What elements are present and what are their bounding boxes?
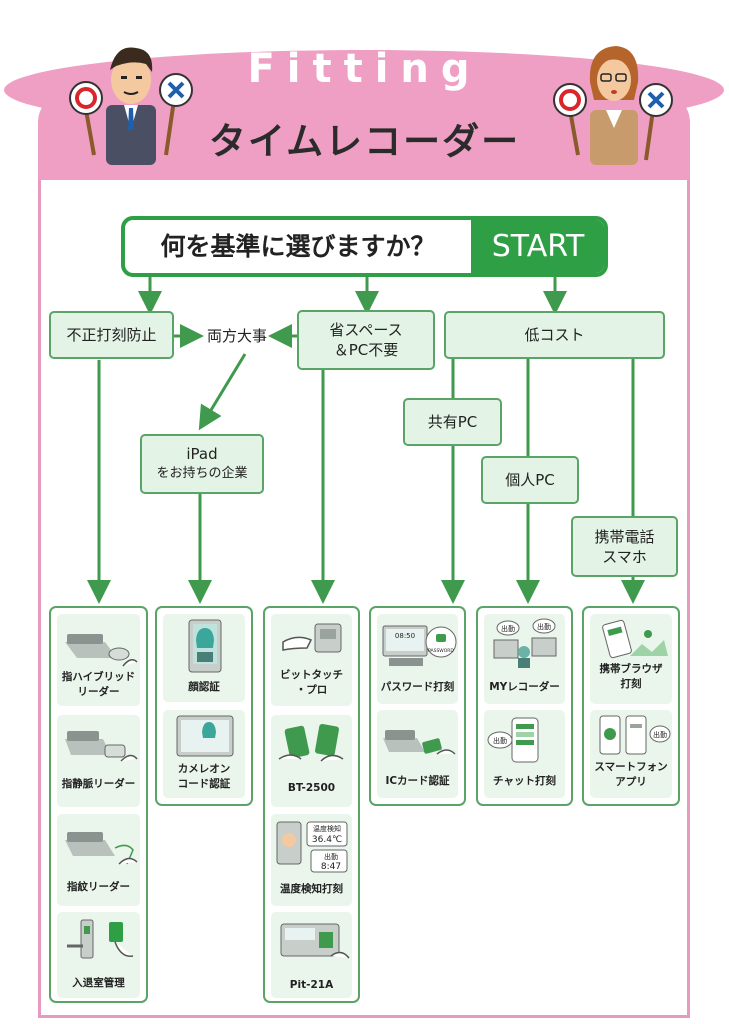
node-low-cost: 低コスト	[444, 311, 665, 359]
clock-time: 8:47	[321, 862, 341, 872]
column-ipad: 顔認証 カメレオン コード認証	[155, 606, 253, 806]
product-card: 顔認証	[163, 614, 245, 702]
temp-label: 温度検知	[313, 824, 341, 833]
start-question-box: 何を基準に選びますか？ START	[121, 216, 608, 277]
bt-2500-icon	[278, 723, 344, 762]
product-card: カメレオン コード認証	[163, 710, 245, 798]
node-space-saving: 省スペース ＆PC不要	[297, 310, 435, 370]
title-en: Fitting	[247, 46, 482, 92]
finger-vein-reader-icon	[65, 731, 138, 762]
header-banner	[4, 50, 724, 180]
fingerprint-reader-icon	[65, 832, 138, 865]
product-card: ビットタッチ ・プロ	[271, 614, 352, 706]
product-card: 指紋リーダー	[57, 814, 140, 906]
column-shared-pc: 08:50 PASSWORD パスワード打刻 ICカード認証	[369, 606, 466, 806]
column-personal-pc: 出勤 出勤 MYレコーダー 出勤 チャット打刻	[476, 606, 573, 806]
product-label: 指静脈リーダー	[61, 778, 136, 790]
product-label: ビットタッチ ・プロ	[280, 669, 343, 696]
time-display: 08:50	[395, 632, 415, 640]
clock-in-bubble: 出勤	[493, 736, 507, 745]
finger-hybrid-reader-icon	[65, 634, 138, 667]
product-card: ICカード認証	[377, 710, 458, 798]
product-label: パスワード打刻	[380, 681, 455, 693]
product-card: 携帯ブラウザ 打刻	[590, 614, 672, 704]
product-label: Pit-21A	[289, 979, 334, 991]
product-label: 入退室管理	[72, 977, 125, 989]
product-card: 入退室管理	[57, 912, 140, 998]
temp-value: 36.4℃	[312, 835, 342, 845]
node-fraud-prevention: 不正打刻防止	[49, 311, 174, 359]
password-label: PASSWORD	[428, 648, 454, 654]
product-card: 出勤 出勤 MYレコーダー	[484, 614, 565, 704]
start-label: START	[471, 220, 604, 273]
product-label: カメレオン コード認証	[177, 763, 231, 790]
businesswoman-mascot-icon	[553, 46, 673, 165]
product-card: BT-2500	[271, 715, 352, 807]
product-card: 08:50 PASSWORD パスワード打刻	[377, 614, 458, 704]
node-personal-pc: 個人PC	[481, 456, 579, 504]
start-question: 何を基準に選びますか？	[160, 232, 436, 261]
product-card: 指ハイブリッド リーダー	[57, 614, 140, 706]
product-card: 指静脈リーダー	[57, 715, 140, 807]
smartphone-app-icon: 出勤	[599, 715, 671, 755]
product-label: 温度検知打刻	[280, 883, 343, 895]
door-access-icon	[67, 919, 134, 959]
my-recorder-icon: 出勤 出勤	[493, 618, 557, 668]
bit-touch-pro-icon	[282, 623, 342, 653]
product-card: Pit-21A	[271, 912, 352, 998]
product-label: 指ハイブリッド リーダー	[61, 671, 136, 698]
product-label: BT-2500	[287, 782, 336, 794]
product-label: 携帯ブラウザ 打刻	[599, 663, 663, 690]
clock-in-bubble: 出勤	[501, 624, 515, 633]
businessman-mascot-icon	[69, 47, 193, 165]
mobile-browser-icon	[602, 619, 668, 659]
clock-in-bubble: 出勤	[537, 622, 551, 631]
column-fraud-prevention: 指ハイブリッド リーダー 指静脈リーダー 指紋リーダー 入退室管理	[49, 606, 148, 1003]
column-mobile: 携帯ブラウザ 打刻 出勤 スマートフォン アプリ	[582, 606, 680, 806]
node-both-important: 両方大事	[206, 327, 267, 345]
password-entry-icon: 08:50 PASSWORD	[382, 625, 457, 666]
node-shared-pc: 共有PC	[403, 398, 502, 446]
pit-21a-icon	[280, 923, 350, 959]
product-card: 温度検知 36.4℃ 出勤 8:47 温度検知打刻	[271, 814, 352, 906]
clock-in-label: 出勤	[324, 852, 338, 861]
temperature-detection-icon: 温度検知 36.4℃ 出勤 8:47	[276, 821, 348, 873]
product-label: MYレコーダー	[489, 681, 560, 693]
column-space-saving: ビットタッチ ・プロ BT-2500 温度検知 36.4℃ 出勤 8:47 温度…	[263, 606, 360, 1003]
product-label: ICカード認証	[385, 775, 450, 787]
title-jp: タイムレコーダー	[208, 120, 521, 163]
product-label: 指紋リーダー	[67, 881, 130, 893]
face-recognition-icon	[188, 619, 222, 673]
clock-in-bubble: 出勤	[653, 730, 667, 739]
chat-clock-in-icon: 出勤	[487, 717, 539, 763]
ic-card-icon	[383, 730, 456, 755]
product-label: チャット打刻	[493, 775, 556, 787]
node-mobile: 携帯電話 スマホ	[571, 516, 678, 577]
product-label: 顔認証	[188, 681, 220, 693]
chameleon-code-icon	[176, 715, 234, 757]
product-card: 出勤 スマートフォン アプリ	[590, 710, 672, 798]
product-label: スマートフォン アプリ	[594, 761, 668, 788]
product-card: 出勤 チャット打刻	[484, 710, 565, 798]
node-ipad: iPad をお持ちの企業	[140, 434, 264, 494]
